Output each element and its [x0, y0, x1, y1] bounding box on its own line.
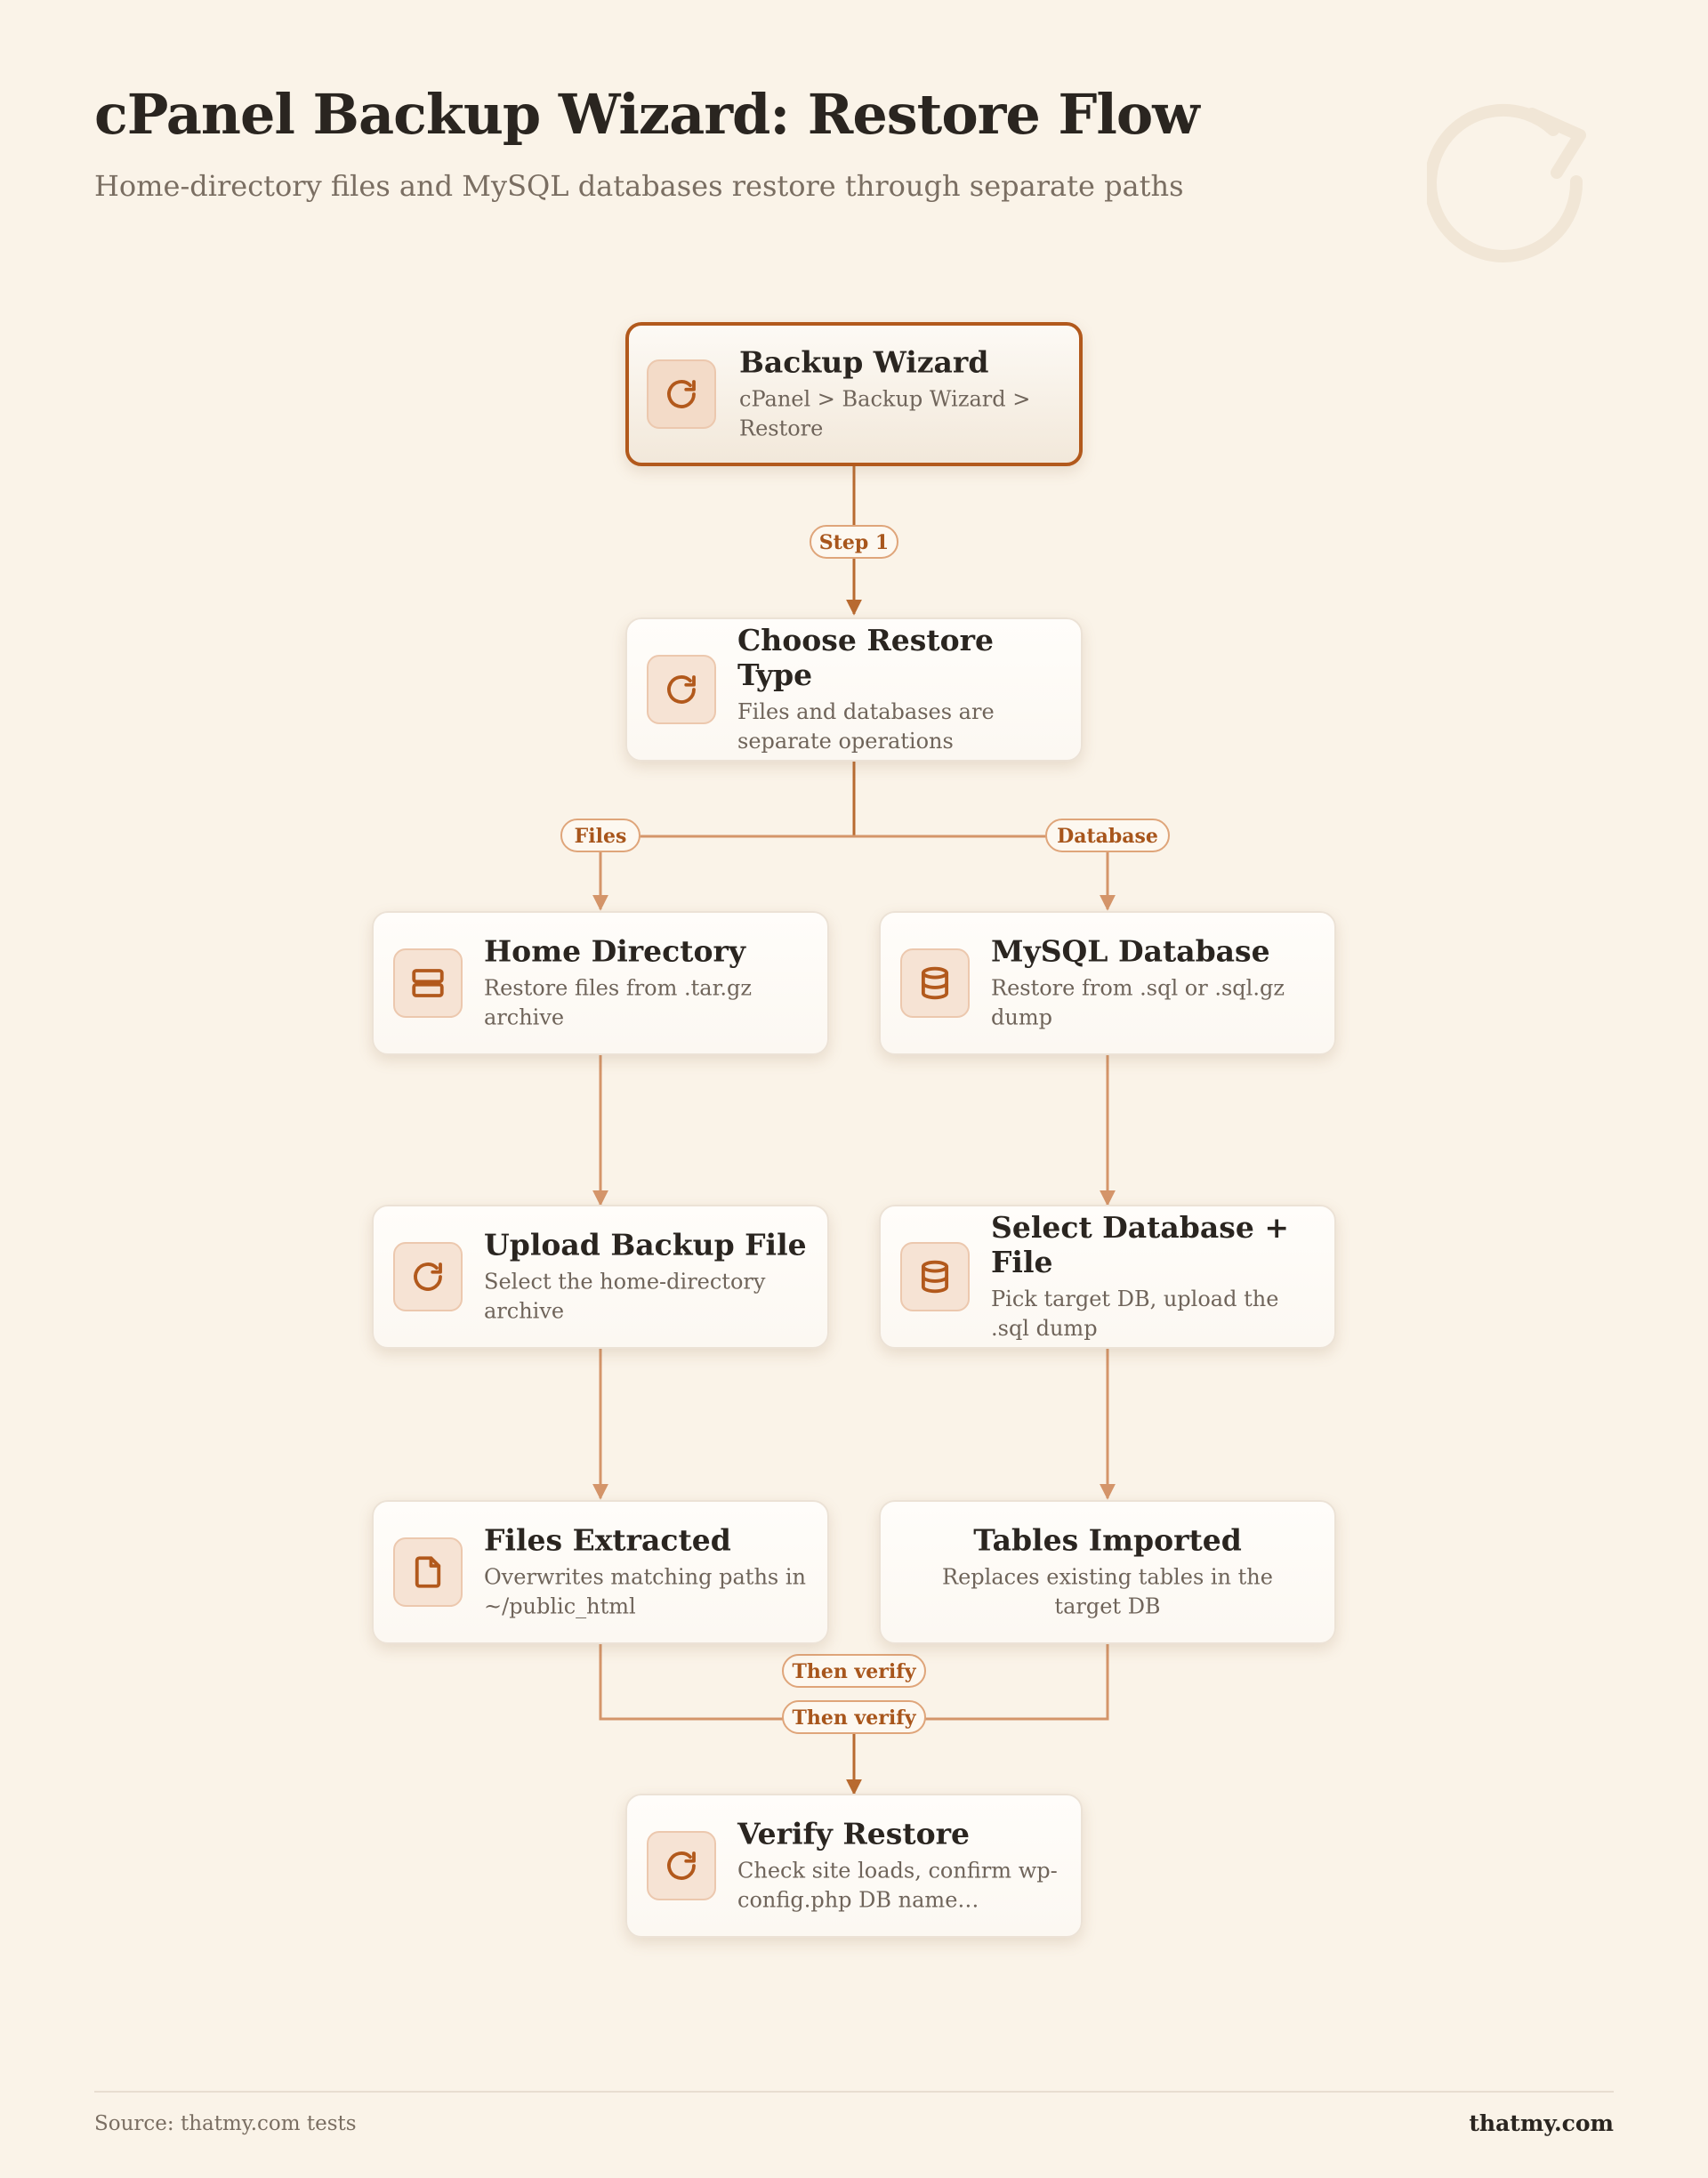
node-title: Verify Restore	[737, 1816, 970, 1851]
svg-text:Files: Files	[575, 825, 627, 848]
page-title: cPanel Backup Wizard: Restore Flow	[94, 82, 1200, 147]
server-icon	[393, 948, 463, 1018]
database-icon	[900, 1242, 970, 1311]
node-title: MySQL Database	[991, 933, 1270, 969]
edge-label-files: Files	[560, 819, 640, 852]
restore-icon	[647, 1831, 716, 1900]
node-backup-wizard: Backup Wizard cPanel > Backup Wizard > R…	[625, 322, 1083, 466]
edge-label-database: Database	[1045, 819, 1170, 852]
node-title: Choose Restore Type	[737, 623, 994, 692]
edge-extracted-to-merge	[599, 1644, 854, 1721]
page-subtitle: Home-directory files and MySQL databases…	[94, 169, 1184, 203]
footer-brand: thatmy.com	[1469, 2110, 1614, 2136]
restore-icon	[647, 655, 716, 724]
database-icon	[900, 948, 970, 1018]
node-description: Overwrites matching paths in ~/public_ht…	[484, 1564, 806, 1619]
restore-icon	[647, 359, 716, 429]
node-choose-restore-type: Choose Restore Type Files and databases …	[625, 617, 1083, 762]
node-verify-restore: Verify Restore Check site loads, confirm…	[625, 1794, 1083, 1938]
node-description: cPanel > Backup Wizard > Restore	[739, 386, 1031, 441]
svg-text:Then verify: Then verify	[793, 1660, 917, 1683]
node-title: Tables Imported	[973, 1522, 1242, 1558]
node-title: Select Database + File	[991, 1210, 1289, 1279]
restore-watermark-icon	[1427, 103, 1586, 262]
node-description: Restore from .sql or .sql.gz dump	[991, 975, 1285, 1030]
node-tables-imported: Tables Imported Replaces existing tables…	[879, 1500, 1336, 1644]
edge-label-step1: Step 1	[810, 525, 898, 559]
footer-source: Source: thatmy.com tests	[94, 2112, 357, 2135]
node-description: Restore files from .tar.gz archive	[484, 975, 753, 1030]
restore-icon	[393, 1242, 463, 1311]
node-home-directory: Home Directory Restore files from .tar.g…	[372, 911, 829, 1055]
node-title: Files Extracted	[484, 1522, 731, 1558]
node-title: Home Directory	[484, 933, 746, 969]
node-description: Replaces existing tables in the target D…	[942, 1564, 1273, 1619]
edge-label-then-verify-files: Then verify	[782, 1654, 926, 1688]
node-description: Select the home-directory archive	[484, 1269, 766, 1324]
node-description: Pick target DB, upload the .sql dump	[991, 1287, 1279, 1341]
node-description: Check site loads, confirm wp-config.php …	[737, 1858, 1058, 1913]
node-select-database-file: Select Database + File Pick target DB, u…	[879, 1205, 1336, 1349]
edge-imported-to-merge	[854, 1644, 1109, 1721]
node-title: Backup Wizard	[739, 344, 989, 380]
node-files-extracted: Files Extracted Overwrites matching path…	[372, 1500, 829, 1644]
node-description: Files and databases are separate operati…	[737, 699, 995, 754]
node-title: Upload Backup File	[484, 1227, 807, 1262]
footer-divider	[94, 2091, 1614, 2093]
node-upload-backup-file: Upload Backup File Select the home-direc…	[372, 1205, 829, 1349]
svg-text:Database: Database	[1057, 825, 1158, 848]
node-mysql-database: MySQL Database Restore from .sql or .sql…	[879, 911, 1336, 1055]
file-icon	[393, 1537, 463, 1607]
svg-text:Step 1: Step 1	[819, 531, 889, 554]
svg-text:Then verify: Then verify	[793, 1706, 917, 1730]
edge-label-then-verify-database: Then verify	[782, 1700, 926, 1734]
